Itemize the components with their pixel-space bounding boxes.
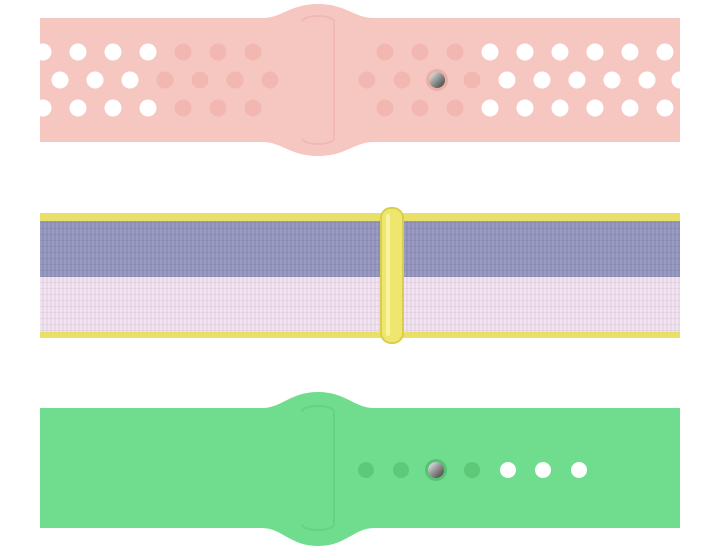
pink-hole <box>568 71 586 89</box>
pink-hole <box>34 99 52 117</box>
pink-hole <box>516 43 534 61</box>
pink-hole <box>638 71 656 89</box>
pink-band-holes <box>34 43 689 117</box>
pink-hole <box>621 99 639 117</box>
pink-hole <box>498 71 516 89</box>
green-hole <box>571 462 587 478</box>
pink-hole <box>358 71 376 89</box>
woven-stripe-light <box>40 277 680 332</box>
pink-hole <box>139 99 157 117</box>
pink-hole <box>244 99 262 117</box>
pink-hole <box>191 71 209 89</box>
pink-hole <box>586 99 604 117</box>
sport-loop-woven <box>40 207 680 344</box>
green-hole <box>464 462 480 478</box>
green-hole <box>535 462 551 478</box>
pink-hole <box>656 99 674 117</box>
pink-hole <box>481 99 499 117</box>
pink-hole <box>104 99 122 117</box>
pink-hole <box>656 43 674 61</box>
pink-hole <box>261 71 279 89</box>
pink-hole <box>446 99 464 117</box>
pink-hole <box>481 43 499 61</box>
pink-hole <box>104 43 122 61</box>
green-hole <box>500 462 516 478</box>
pink-hole <box>603 71 621 89</box>
pink-hole <box>139 43 157 61</box>
pink-band-loop-edge <box>301 15 335 145</box>
woven-stripe-lavender <box>40 221 680 277</box>
pink-hole <box>69 43 87 61</box>
pink-hole <box>209 99 227 117</box>
pink-hole <box>121 71 139 89</box>
pink-hole <box>69 99 87 117</box>
pink-hole <box>446 43 464 61</box>
pink-hole <box>411 43 429 61</box>
woven-edge-top <box>40 213 680 221</box>
pink-hole <box>244 43 262 61</box>
pink-hole <box>174 43 192 61</box>
pink-hole <box>174 99 192 117</box>
pink-hole <box>376 43 394 61</box>
green-band-loop-edge <box>301 405 335 531</box>
pink-hole <box>226 71 244 89</box>
green-hole <box>393 462 409 478</box>
woven-edge-bottom <box>40 332 680 338</box>
pink-hole <box>393 71 411 89</box>
pink-hole <box>586 43 604 61</box>
woven-keeper <box>380 207 404 344</box>
pink-hole <box>411 99 429 117</box>
green-band-holes <box>358 462 587 478</box>
pink-hole <box>51 71 69 89</box>
sport-band-green <box>40 392 680 546</box>
pink-hole <box>533 71 551 89</box>
pink-hole <box>209 43 227 61</box>
sport-band-pink <box>34 4 689 156</box>
pink-hole <box>671 71 689 89</box>
green-hole <box>358 462 374 478</box>
pink-hole <box>551 99 569 117</box>
pink-hole <box>156 71 174 89</box>
pink-hole <box>516 99 534 117</box>
pink-hole <box>463 71 481 89</box>
woven-keeper-highlight <box>386 214 390 336</box>
pink-hole <box>376 99 394 117</box>
green-band-pin <box>425 459 447 481</box>
pink-hole <box>34 43 52 61</box>
pink-hole <box>621 43 639 61</box>
pink-hole <box>551 43 569 61</box>
pink-band-pin <box>426 69 448 91</box>
pink-hole <box>86 71 104 89</box>
